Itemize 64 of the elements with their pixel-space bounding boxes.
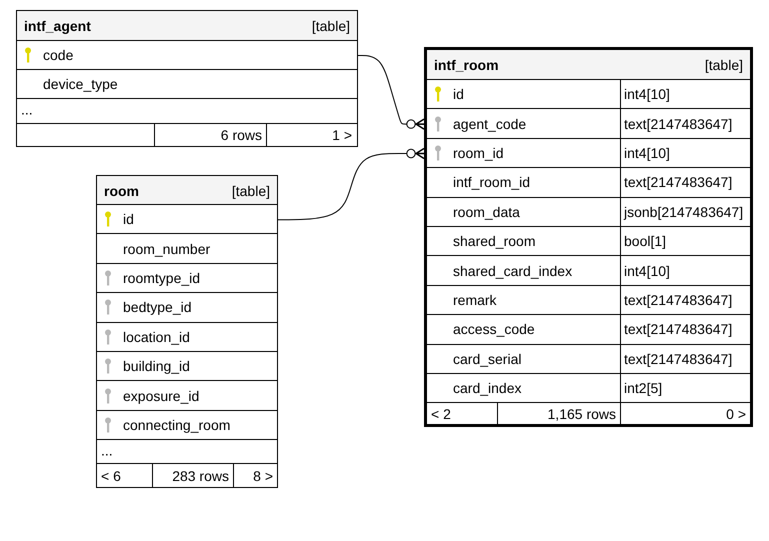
relationship-connector <box>358 55 425 130</box>
column-name: bedtype_id <box>123 299 192 316</box>
table-type-label: [table] <box>704 57 743 73</box>
column-row <box>427 168 750 198</box>
data-type: text[2147483647] <box>620 286 750 314</box>
data-type: jsonb[2147483647] <box>620 198 750 226</box>
column-name: device_type <box>43 76 118 92</box>
data-type: int4[10] <box>620 256 750 285</box>
footer-cell: 1,165 rows <box>497 403 620 424</box>
column-name: room_id <box>453 144 504 161</box>
footer-cell: 8 > <box>233 464 277 487</box>
footer-cell: 1 > <box>266 124 356 146</box>
table-name: intf_agent <box>24 18 91 34</box>
column-row <box>427 374 750 404</box>
footer-cell-text: < 6 <box>100 466 122 486</box>
column-row <box>427 80 750 110</box>
column-row <box>427 227 750 256</box>
table-card <box>16 10 358 147</box>
more-columns-ellipsis: ... <box>101 442 113 458</box>
table-card <box>96 175 278 488</box>
relationship-connector <box>278 148 425 220</box>
column-row <box>427 286 750 316</box>
column-name: exposure_id <box>123 388 200 404</box>
column-name: id <box>453 86 464 102</box>
column-name: remark <box>453 292 497 308</box>
column-name: location_id <box>123 328 190 345</box>
table-name: room <box>104 183 139 199</box>
data-type: bool[1] <box>620 227 750 256</box>
table-type-label: [table] <box>232 183 270 199</box>
column-row <box>427 198 750 227</box>
table-name: intf_room <box>434 57 499 73</box>
column-name: agent_code <box>453 116 526 132</box>
column-name: room_data <box>453 204 520 220</box>
column-name: code <box>43 47 74 63</box>
column-name: connecting_room <box>123 416 230 433</box>
data-type: text[2147483647] <box>620 109 750 138</box>
footer-cell: 6 rows <box>154 124 266 146</box>
more-columns-ellipsis: ... <box>21 101 33 118</box>
data-type: int4[10] <box>620 80 750 108</box>
column-name: id <box>123 211 134 228</box>
column-name: shared_room <box>453 233 536 250</box>
column-name: building_id <box>123 358 190 374</box>
footer-cell-text: < 2 <box>430 404 452 424</box>
column-row <box>427 138 750 168</box>
column-name: card_index <box>453 380 522 396</box>
column-row <box>427 109 750 139</box>
data-type: text[2147483647] <box>620 315 750 344</box>
column-name: access_code <box>453 321 535 338</box>
footer-cell: 283 rows <box>152 464 233 487</box>
table-card <box>424 47 753 427</box>
column-name: shared_card_index <box>453 262 572 279</box>
column-row <box>427 315 750 345</box>
data-type: int2[5] <box>620 374 750 402</box>
column-name: card_serial <box>453 350 522 367</box>
data-type: text[2147483647] <box>620 344 750 373</box>
column-row <box>427 344 750 374</box>
column-name: intf_room_id <box>453 174 530 190</box>
data-type: text[2147483647] <box>620 168 750 197</box>
data-type: int4[10] <box>620 138 750 168</box>
footer-cell: 0 > <box>620 403 750 424</box>
column-row <box>427 256 750 286</box>
table-type-label: [table] <box>312 18 350 34</box>
column-name: roomtype_id <box>123 270 200 286</box>
column-name: room_number <box>123 240 210 257</box>
